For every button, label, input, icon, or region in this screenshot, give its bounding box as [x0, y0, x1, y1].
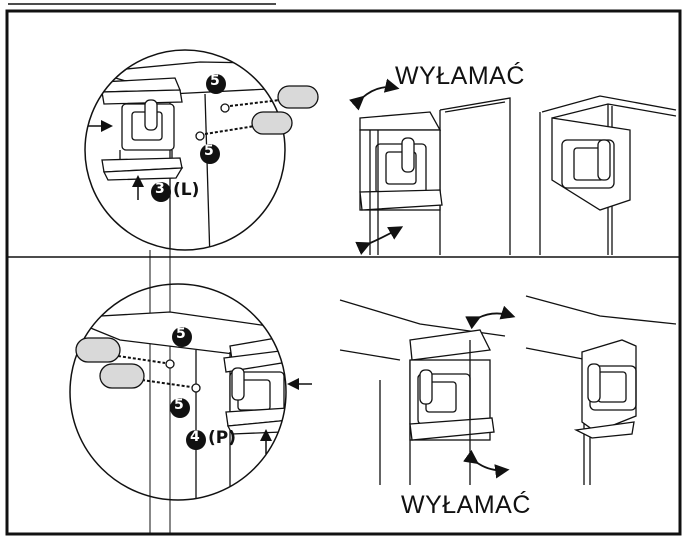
top-part-5-upper-number: 5	[210, 73, 220, 89]
bottom-break-off-label: WYŁAMAĆ	[401, 491, 531, 519]
bottom-result-view	[525, 295, 677, 485]
top-detail-zoom	[84, 49, 319, 535]
top-break-off-view	[349, 78, 511, 255]
top-result-view	[539, 95, 677, 255]
top-part-5-lower-number: 5	[204, 143, 214, 159]
top-part-3-number: 3	[155, 181, 165, 197]
outer-frame	[5, 3, 682, 536]
top-break-off-label: WYŁAMAĆ	[395, 62, 525, 90]
bottom-side-p-label: (P)	[208, 428, 236, 448]
bottom-detail-zoom	[69, 283, 312, 501]
bottom-part-5-upper-number: 5	[176, 326, 186, 342]
bottom-break-off-view	[339, 299, 516, 485]
top-side-l-label: (L)	[173, 180, 200, 200]
bottom-part-5-lower-number: 5	[174, 397, 184, 413]
bottom-part-4-number: 4	[190, 429, 200, 445]
